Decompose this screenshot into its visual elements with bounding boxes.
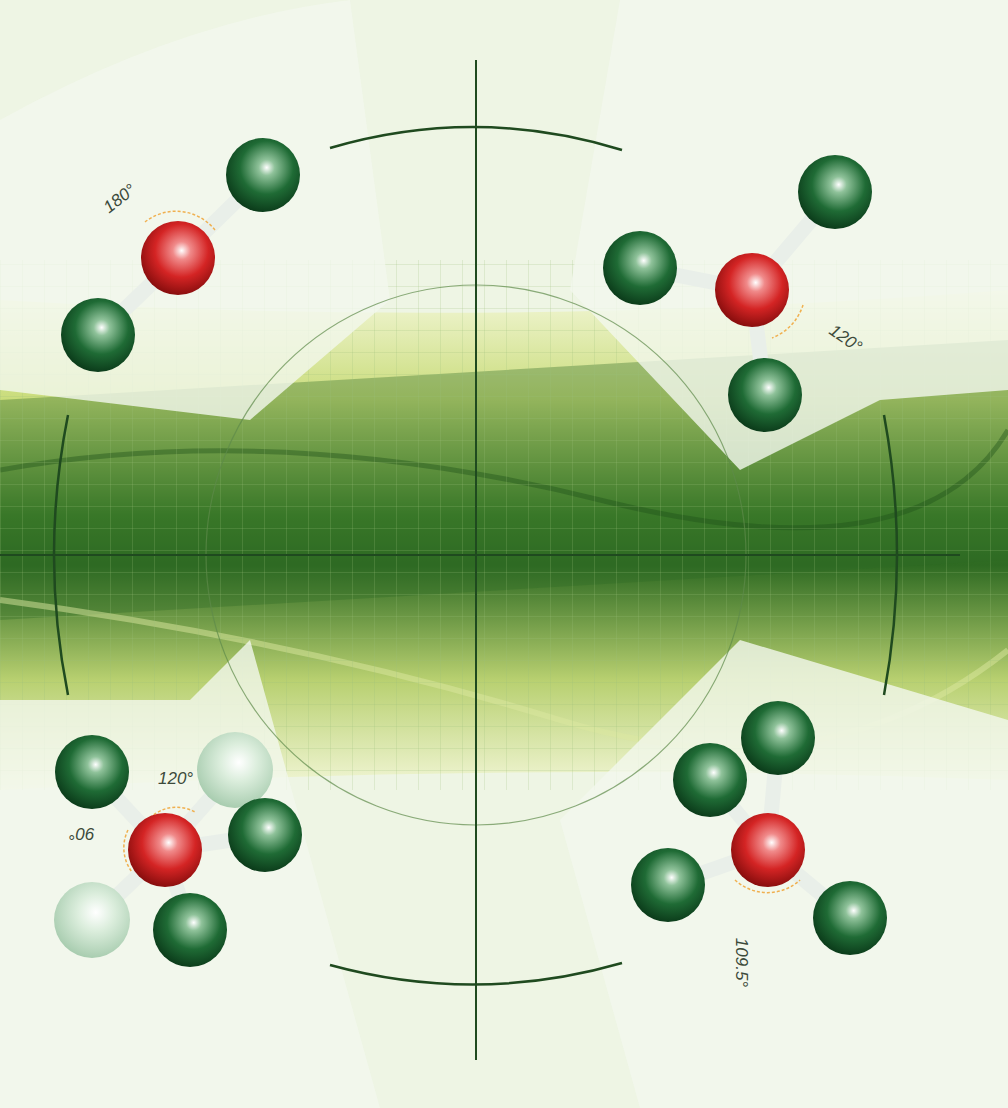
angle-label: 109.5°: [733, 938, 750, 987]
angle-label: 120°: [158, 770, 193, 787]
angle-label: 90°: [69, 825, 95, 842]
